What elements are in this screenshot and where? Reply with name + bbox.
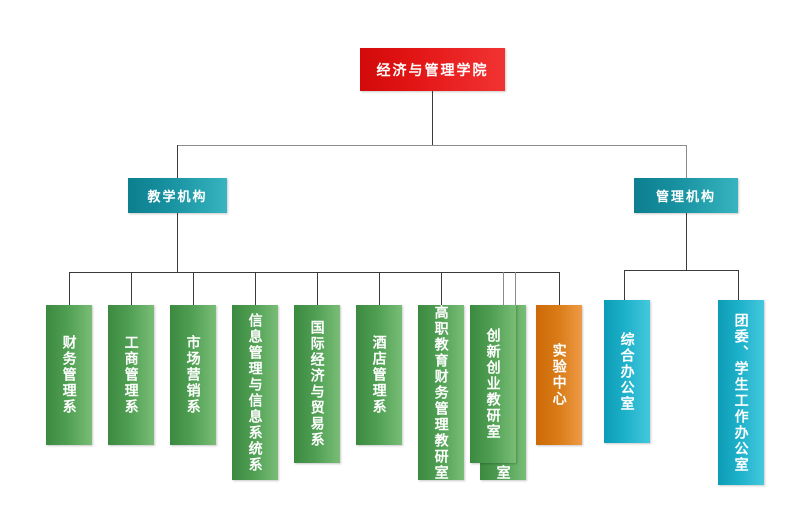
node-admin-label-2: 团委、学生工作办公室 bbox=[733, 312, 750, 473]
node-leaf-label-7: 高职教育财务管理教研室 bbox=[433, 305, 450, 480]
connector-leaf-drop-9 bbox=[515, 272, 516, 305]
node-leaf-finance-dept[interactable]: 财务管理系 bbox=[46, 305, 92, 445]
connector-root-stem bbox=[432, 91, 433, 145]
connector-leaf-drop-8 bbox=[503, 272, 504, 305]
node-branch-admin[interactable]: 管理机构 bbox=[634, 178, 738, 213]
node-leaf-label-4: 信息管理与信息系统系 bbox=[247, 312, 264, 473]
node-root-label: 经济与管理学院 bbox=[376, 61, 489, 78]
node-branch-teaching[interactable]: 教学机构 bbox=[128, 178, 227, 213]
connector-admin-bus bbox=[624, 270, 738, 271]
node-branch-admin-label: 管理机构 bbox=[655, 189, 716, 204]
connector-leaf-drop-3 bbox=[193, 272, 194, 305]
node-leaf-innovation-office[interactable]: 创新创业教研室 bbox=[470, 305, 516, 463]
node-leaf-label-1: 财务管理系 bbox=[61, 335, 78, 415]
node-leaf-label-3: 市场营销系 bbox=[185, 335, 202, 415]
node-leaf-label-2: 工商管理系 bbox=[123, 335, 140, 415]
node-branch-teaching-label: 教学机构 bbox=[147, 189, 208, 204]
node-leaf-business-admin-dept[interactable]: 工商管理系 bbox=[108, 305, 154, 445]
connector-admin-drop-2 bbox=[738, 270, 739, 305]
node-leaf-label-10: 实验中心 bbox=[551, 343, 568, 407]
connector-teaching-bus bbox=[69, 272, 559, 273]
connector-branch-bus bbox=[177, 145, 687, 146]
node-leaf-international-trade-dept[interactable]: 国际经济与贸易系 bbox=[294, 305, 340, 463]
node-leaf-label-5: 国际经济与贸易系 bbox=[309, 320, 326, 448]
node-admin-label-1: 综合办公室 bbox=[619, 331, 636, 412]
connector-leaf-drop-5 bbox=[317, 272, 318, 305]
node-root[interactable]: 经济与管理学院 bbox=[360, 48, 505, 91]
node-leaf-marketing-dept[interactable]: 市场营销系 bbox=[170, 305, 216, 445]
node-leaf-information-management-dept[interactable]: 信息管理与信息系统系 bbox=[232, 305, 278, 480]
connector-leaf-drop-2 bbox=[131, 272, 132, 305]
connector-leaf-drop-6 bbox=[379, 272, 380, 305]
connector-leaf-drop-7 bbox=[441, 272, 442, 305]
connector-leaf-drop-4 bbox=[255, 272, 256, 305]
node-leaf-label-9: 创新创业教研室 bbox=[485, 328, 502, 440]
connector-teaching-stem bbox=[177, 213, 178, 272]
connector-branch-drop-admin bbox=[686, 145, 687, 178]
node-leaf-label-6: 酒店管理系 bbox=[371, 335, 388, 415]
node-leaf-lab-center[interactable]: 实验中心 bbox=[536, 305, 582, 445]
node-leaf-hotel-management-dept[interactable]: 酒店管理系 bbox=[356, 305, 402, 445]
node-leaf-youth-league-student-office[interactable]: 团委、学生工作办公室 bbox=[718, 300, 764, 485]
connector-leaf-drop-1 bbox=[69, 272, 70, 305]
connector-leaf-drop-10 bbox=[559, 272, 560, 305]
node-leaf-voc-finance-office[interactable]: 高职教育财务管理教研室 bbox=[418, 305, 464, 480]
connector-admin-stem bbox=[686, 213, 687, 270]
node-leaf-general-office[interactable]: 综合办公室 bbox=[604, 300, 650, 443]
connector-admin-drop-1 bbox=[624, 270, 625, 305]
connector-branch-drop-teaching bbox=[177, 145, 178, 178]
